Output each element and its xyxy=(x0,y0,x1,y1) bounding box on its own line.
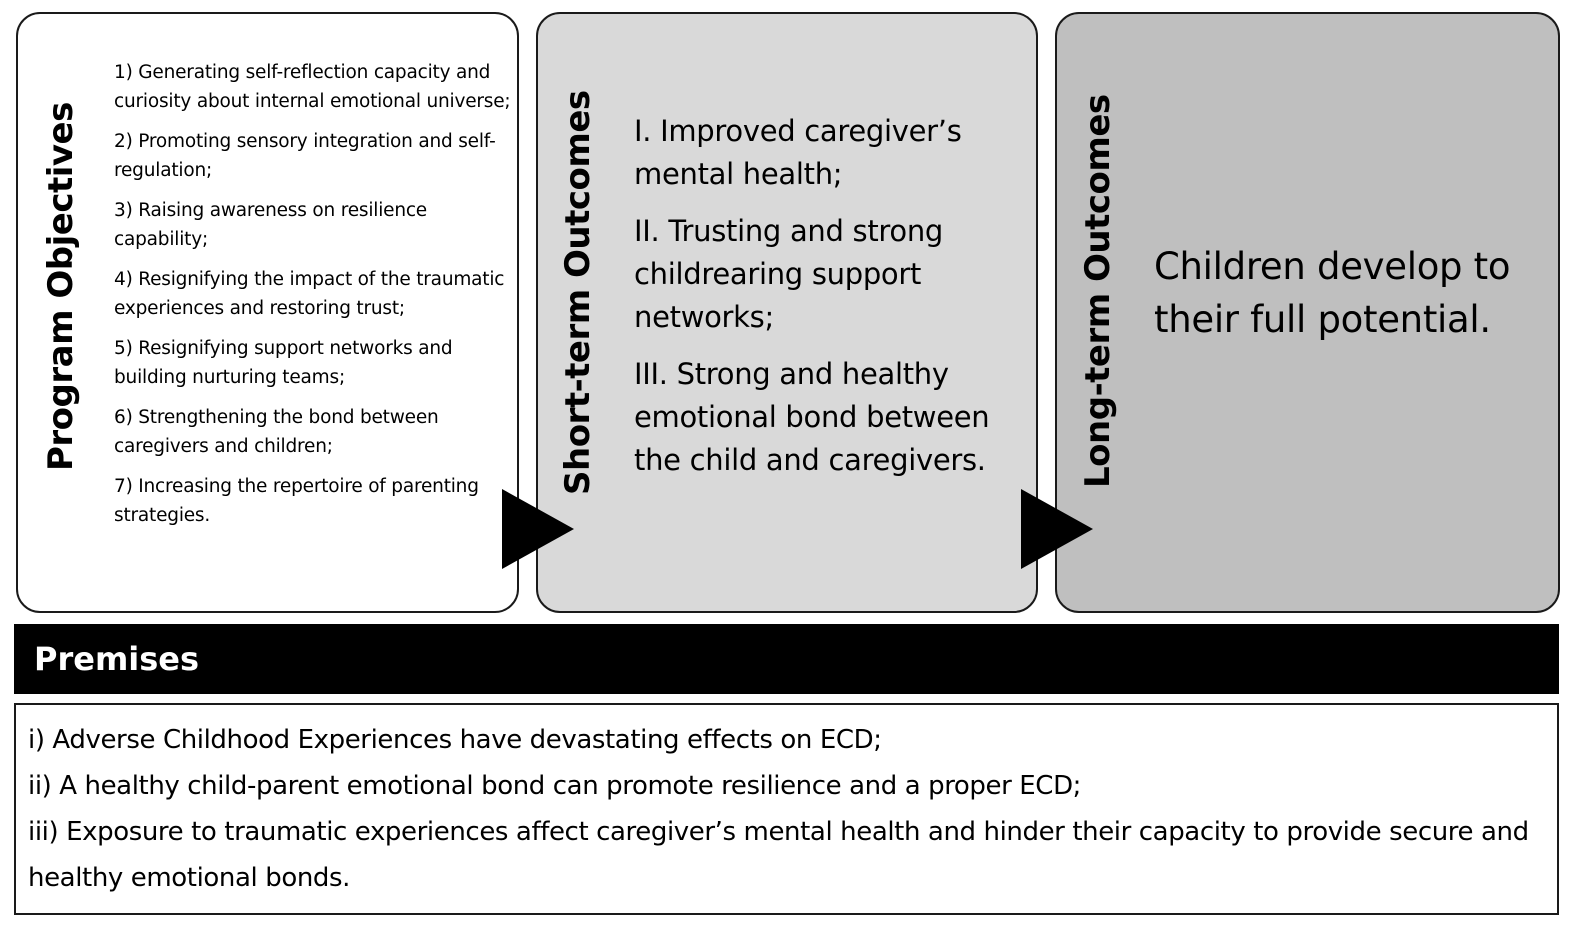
short-term-outcomes-list: I. Improved caregiver’s mental health; I… xyxy=(634,110,1034,496)
premises-header-bar: Premises xyxy=(14,624,1559,694)
arrow-right-icon xyxy=(502,489,574,569)
premise-item: iii) Exposure to traumatic experiences a… xyxy=(28,817,1529,893)
objective-item: 7) Increasing the repertoire of parentin… xyxy=(114,476,479,526)
objective-item: 3) Raising awareness on resilience capab… xyxy=(114,200,427,250)
program-objectives-heading: Program Objectives xyxy=(41,102,81,471)
objective-item: 2) Promoting sensory integration and sel… xyxy=(114,131,496,181)
long-term-outcomes-panel xyxy=(1055,12,1560,613)
program-objectives-panel xyxy=(16,12,519,613)
long-term-outcomes-heading: Long-term Outcomes xyxy=(1078,94,1118,488)
premises-list: i) Adverse Childhood Experiences have de… xyxy=(28,717,1543,901)
objective-item: 4) Resignifying the impact of the trauma… xyxy=(114,269,505,319)
premise-item: ii) A healthy child-parent emotional bon… xyxy=(28,771,1082,801)
program-objectives-list: 1) Generating self-reflection capacity a… xyxy=(114,58,512,541)
short-term-outcome-item: II. Trusting and strong childrearing sup… xyxy=(634,214,944,334)
objective-item: 1) Generating self-reflection capacity a… xyxy=(114,62,511,112)
short-term-outcomes-panel xyxy=(536,12,1038,613)
long-term-outcome-text: Children develop to their full potential… xyxy=(1154,245,1511,341)
short-term-outcome-item: I. Improved caregiver’s mental health; xyxy=(634,114,962,191)
objective-item: 6) Strengthening the bond between caregi… xyxy=(114,407,439,457)
arrow-right-icon xyxy=(1021,489,1093,569)
premises-title: Premises xyxy=(34,640,200,678)
objective-item: 5) Resignifying support networks and bui… xyxy=(114,338,453,388)
premise-item: i) Adverse Childhood Experiences have de… xyxy=(28,725,882,755)
short-term-outcome-item: III. Strong and healthy emotional bond b… xyxy=(634,357,990,477)
short-term-outcomes-heading: Short-term Outcomes xyxy=(558,90,598,495)
premises-box: i) Adverse Childhood Experiences have de… xyxy=(14,703,1559,915)
